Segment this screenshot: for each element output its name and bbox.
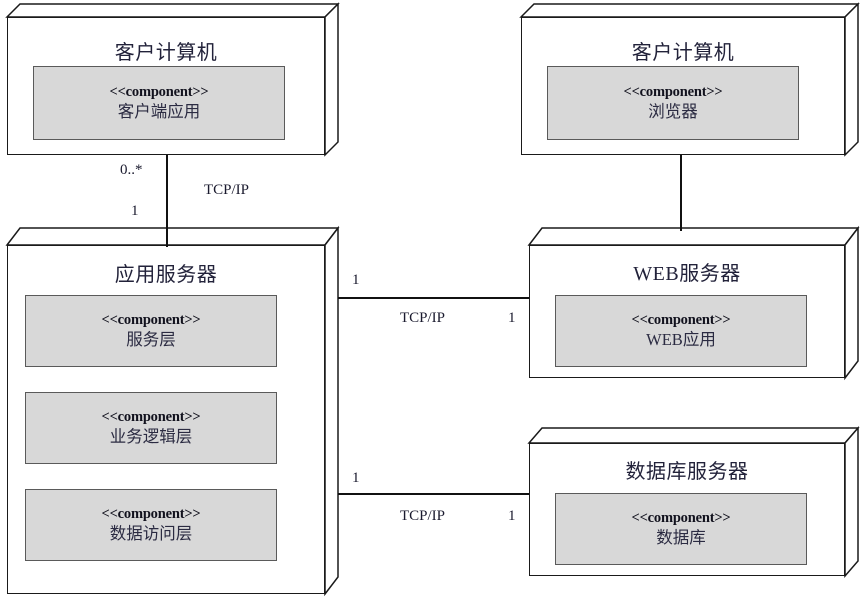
component-box[interactable]: <<component>> WEB应用 [555, 295, 807, 367]
component-box[interactable]: <<component>> 浏览器 [547, 66, 799, 140]
component-box[interactable]: <<component>> 数据库 [555, 493, 807, 565]
node-client-computer-browser[interactable]: 客户计算机 <<component>> 浏览器 [519, 2, 860, 157]
connector-protocol-label: TCP/IP [400, 310, 446, 326]
connector-appserver-to-webserver[interactable] [338, 297, 529, 299]
component-stereotype: <<component>> [631, 510, 731, 527]
node-web-server[interactable]: WEB服务器 <<component>> WEB应用 [527, 225, 860, 381]
connector-target-multiplicity: 1 [508, 508, 516, 524]
node-client-computer-app[interactable]: 客户计算机 <<component>> 客户端应用 [5, 2, 340, 157]
node-application-server[interactable]: 应用服务器 <<component>> 服务层 <<component>> 业务… [5, 225, 340, 597]
connector-source-multiplicity: 1 [352, 272, 360, 288]
connector-target-multiplicity: 1 [508, 310, 516, 326]
component-stereotype: <<component>> [109, 84, 209, 101]
connector-source-multiplicity: 1 [352, 470, 360, 486]
component-box[interactable]: <<component>> 业务逻辑层 [25, 392, 277, 464]
component-name: 数据访问层 [109, 524, 193, 544]
connector-client-app-to-appserver[interactable] [166, 155, 168, 247]
component-stereotype: <<component>> [631, 312, 731, 329]
node-3d-depth [5, 225, 340, 597]
component-name: 业务逻辑层 [109, 427, 193, 447]
node-3d-depth [5, 2, 340, 157]
component-name: 客户端应用 [117, 102, 201, 122]
connector-appserver-to-dbserver[interactable] [338, 493, 529, 495]
component-stereotype: <<component>> [101, 312, 201, 329]
node-3d-depth [527, 425, 860, 579]
component-box[interactable]: <<component>> 数据访问层 [25, 489, 277, 561]
component-stereotype: <<component>> [101, 506, 201, 523]
connector-protocol-label: TCP/IP [400, 508, 446, 524]
component-name: 服务层 [126, 330, 176, 350]
component-name: 数据库 [656, 528, 706, 548]
connector-protocol-label: TCP/IP [204, 182, 250, 198]
component-name: WEB应用 [646, 330, 716, 350]
connector-browser-to-webserver[interactable] [680, 155, 682, 231]
node-database-server[interactable]: 数据库服务器 <<component>> 数据库 [527, 425, 860, 579]
component-box[interactable]: <<component>> 客户端应用 [33, 66, 285, 140]
component-stereotype: <<component>> [101, 409, 201, 426]
connector-target-multiplicity: 1 [131, 203, 139, 219]
component-stereotype: <<component>> [623, 84, 723, 101]
component-name: 浏览器 [648, 102, 698, 122]
component-box[interactable]: <<component>> 服务层 [25, 295, 277, 367]
